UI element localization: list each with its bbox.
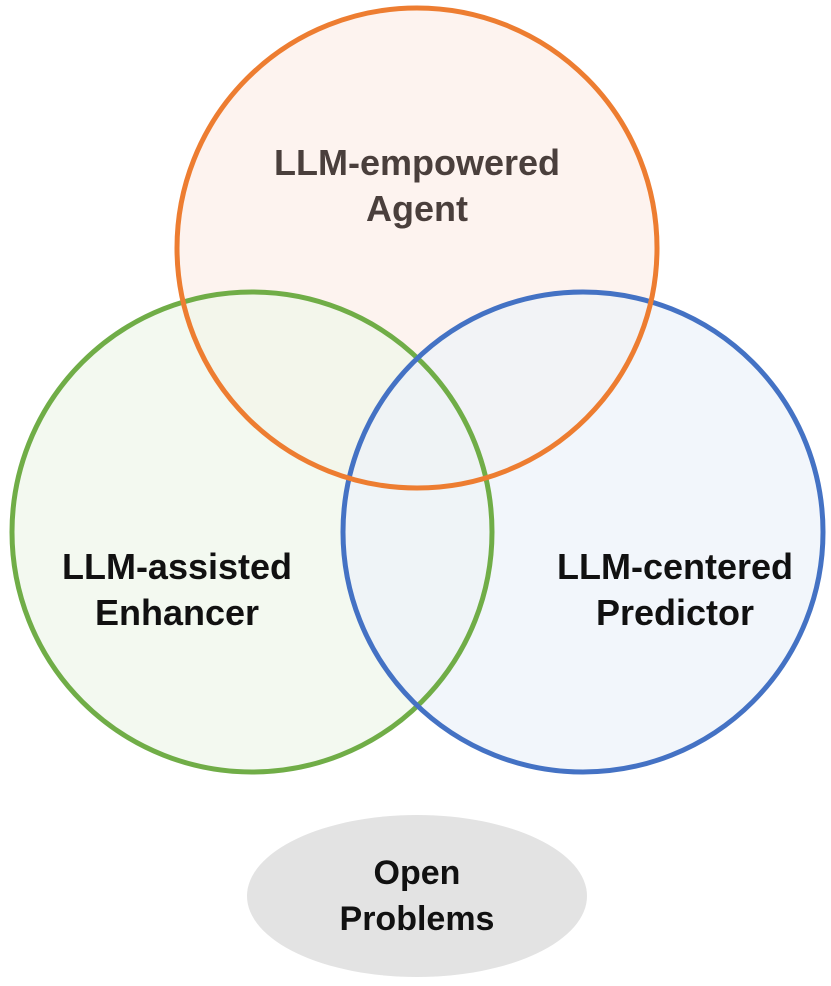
predictor-label-line-1: LLM-centered bbox=[556, 546, 794, 587]
open-problems-label-line-2: Problems bbox=[339, 900, 495, 938]
enhancer-circle-outline bbox=[9, 289, 495, 775]
enhancer-label-line-1: LLM-assisted bbox=[61, 546, 293, 587]
agent-circle-outline bbox=[174, 5, 660, 491]
circle-fills bbox=[12, 8, 823, 772]
circle-outlines bbox=[9, 5, 826, 775]
open-problems-ellipse: Open Problems bbox=[247, 815, 587, 977]
predictor-circle-outline bbox=[340, 289, 826, 775]
agent-label-line-1: LLM-empowered bbox=[273, 142, 560, 183]
open-problems-label: Open Problems bbox=[340, 850, 495, 942]
open-problems-label-line-1: Open bbox=[373, 854, 461, 892]
agent-label-line-2: Agent bbox=[366, 188, 468, 229]
predictor-circle-fill bbox=[343, 292, 823, 772]
enhancer-circle-fill bbox=[12, 292, 492, 772]
predictor-label: LLM-centered Predictor bbox=[530, 544, 820, 636]
agent-label: LLM-empowered Agent bbox=[197, 140, 637, 232]
predictor-label-line-2: Predictor bbox=[595, 592, 755, 633]
enhancer-label: LLM-assisted Enhancer bbox=[32, 544, 322, 636]
enhancer-label-line-2: Enhancer bbox=[94, 592, 260, 633]
